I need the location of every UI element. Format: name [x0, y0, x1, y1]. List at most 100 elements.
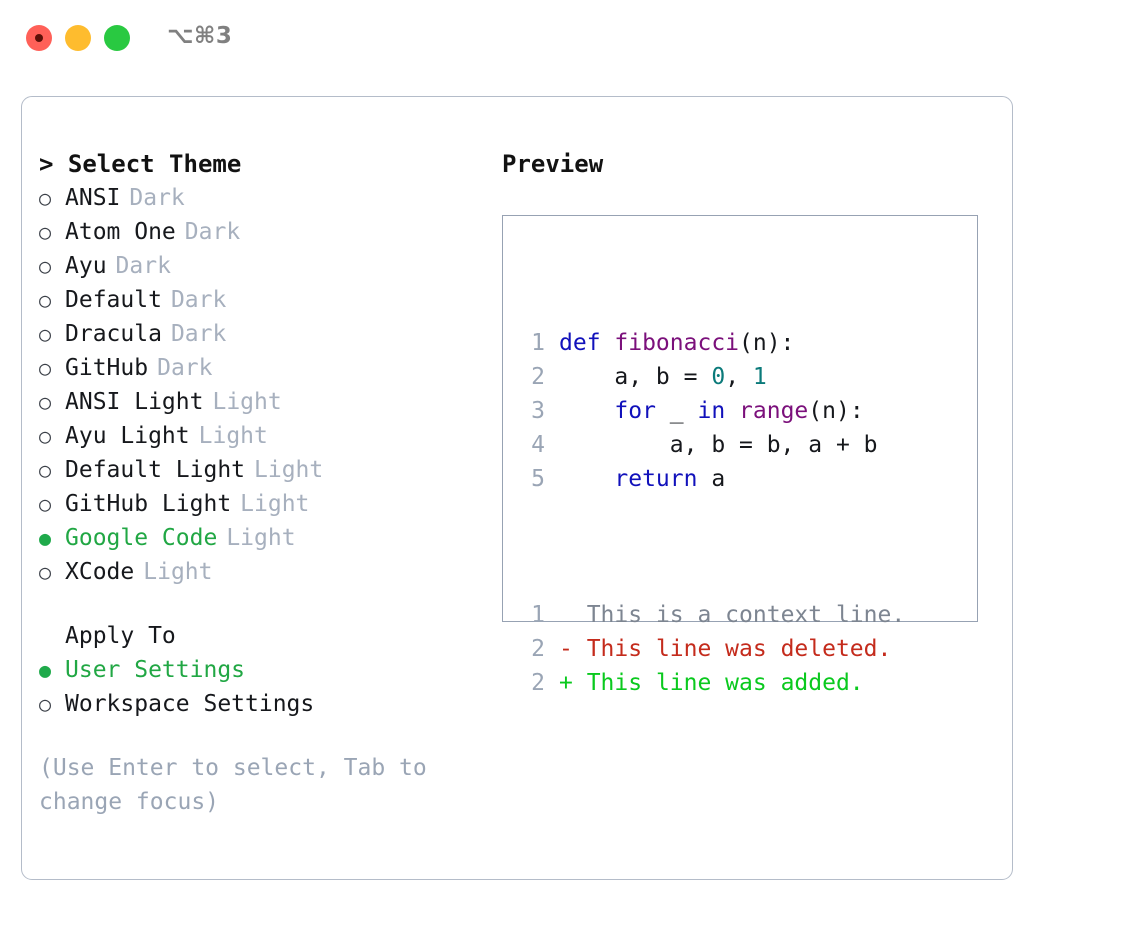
diff-marker — [559, 598, 573, 632]
code-line-text: a, b = 0, 1 — [559, 360, 767, 394]
diff-line-add: 2+ This line was added. — [517, 666, 971, 700]
code-token-id: a — [697, 466, 726, 492]
code-line-text: for _ in range(n): — [559, 394, 864, 428]
theme-option-label: Atom One — [65, 219, 176, 245]
code-token-id: a, b = — [559, 364, 712, 390]
diff-line-number: 2 — [531, 670, 545, 696]
code-token-id — [559, 398, 614, 424]
apply-to-option-workspace-settings[interactable]: ○ Workspace Settings — [39, 687, 494, 721]
code-token-id: _ — [655, 398, 698, 424]
radio-unselected-icon[interactable]: ○ — [39, 322, 52, 346]
apply-to-option-user-settings[interactable]: ● User Settings — [39, 653, 494, 687]
theme-variant-badge: Light — [254, 457, 324, 483]
radio-unselected-icon[interactable]: ○ — [39, 390, 52, 414]
diff-line-del: 2- This line was deleted. — [517, 632, 971, 666]
theme-option-atom-one[interactable]: ○ Atom One Dark — [39, 215, 494, 249]
apply-to-option-list: ● User Settings ○ Workspace Settings — [39, 653, 494, 721]
code-token-num: 1 — [752, 364, 767, 390]
theme-variant-badge: Light — [212, 389, 282, 415]
code-line-number: 1 — [531, 330, 545, 356]
code-line: 4 a, b = b, a + b — [517, 428, 971, 462]
theme-variant-badge: Light — [226, 525, 296, 551]
radio-unselected-icon[interactable]: ○ — [39, 220, 52, 244]
theme-variant-badge: Light — [240, 491, 310, 517]
theme-option-google-code[interactable]: ● Google Code Light — [39, 521, 494, 555]
code-token-id — [725, 398, 739, 424]
code-line: 2 a, b = 0, 1 — [517, 360, 971, 394]
theme-option-label: Google Code — [65, 525, 218, 551]
diff-line-number: 1 — [531, 602, 545, 628]
diff-line-ctx: 1 This is a context line. — [517, 598, 971, 632]
code-line-number: 4 — [531, 432, 545, 458]
code-line: 3 for _ in range(n): — [517, 394, 971, 428]
radio-unselected-icon[interactable]: ○ — [39, 186, 52, 210]
diff-sample: 1 This is a context line.2- This line wa… — [517, 598, 971, 700]
theme-variant-badge: Dark — [170, 287, 227, 313]
radio-unselected-icon[interactable]: ○ — [39, 492, 52, 516]
code-line-number: 3 — [531, 398, 545, 424]
code-line-text: a, b = b, a + b — [559, 428, 878, 462]
close-button[interactable] — [26, 25, 52, 51]
minimize-button[interactable] — [65, 25, 91, 51]
apply-to-option-label: Workspace Settings — [65, 691, 315, 717]
maximize-button[interactable] — [104, 25, 130, 51]
code-token-id: (n): — [739, 330, 795, 356]
radio-unselected-icon[interactable]: ○ — [39, 560, 52, 584]
code-token-num: 0 — [711, 364, 726, 390]
code-token-fn: range — [739, 398, 809, 424]
radio-unselected-icon[interactable]: ○ — [39, 254, 52, 278]
radio-selected-icon[interactable]: ● — [39, 526, 52, 550]
code-line-text: def fibonacci(n): — [559, 326, 794, 360]
theme-option-label: Default Light — [65, 457, 246, 483]
theme-option-label: ANSI — [65, 185, 121, 211]
diff-line-text: This line was deleted. — [572, 636, 892, 662]
window-title: ⌥⌘3 — [167, 23, 233, 49]
theme-variant-badge: Dark — [129, 185, 185, 211]
preview-title: Preview — [502, 150, 604, 178]
code-token-id: , — [725, 364, 753, 390]
theme-option-ansi[interactable]: ○ ANSI Dark — [39, 181, 494, 215]
theme-option-ayu[interactable]: ○ Ayu Dark — [39, 249, 494, 283]
theme-option-label: Ayu — [65, 253, 107, 279]
apply-to-option-label: User Settings — [65, 657, 246, 683]
code-token-id — [559, 466, 614, 492]
code-line-number: 2 — [531, 364, 545, 390]
theme-option-label: XCode — [65, 559, 135, 585]
theme-variant-badge: Dark — [157, 355, 213, 381]
code-line-number: 5 — [531, 466, 545, 492]
code-token-kw: for — [614, 398, 656, 424]
title-bar: ⌥⌘3 — [0, 0, 1140, 76]
theme-option-default-light[interactable]: ○ Default Light Light — [39, 453, 494, 487]
radio-unselected-icon[interactable]: ○ — [39, 424, 52, 448]
radio-unselected-icon[interactable]: ○ — [39, 288, 52, 312]
diff-marker: + — [559, 670, 573, 696]
code-token-kw: return — [614, 466, 698, 492]
radio-unselected-icon[interactable]: ○ — [39, 458, 52, 482]
theme-variant-badge: Light — [143, 559, 213, 585]
diff-marker: - — [559, 636, 573, 662]
radio-selected-icon[interactable]: ● — [39, 658, 52, 682]
theme-variant-badge: Dark — [115, 253, 171, 279]
theme-option-xcode[interactable]: ○ XCode Light — [39, 555, 494, 589]
theme-variant-badge: Dark — [184, 219, 241, 245]
radio-unselected-icon[interactable]: ○ — [39, 356, 52, 380]
apply-to-title: Apply To — [65, 623, 176, 649]
code-line: 5 return a — [517, 462, 971, 496]
radio-unselected-icon[interactable]: ○ — [39, 692, 52, 716]
code-token-id: (n): — [808, 398, 864, 424]
diff-line-number: 2 — [531, 636, 545, 662]
code-token-kw: in — [697, 398, 726, 424]
